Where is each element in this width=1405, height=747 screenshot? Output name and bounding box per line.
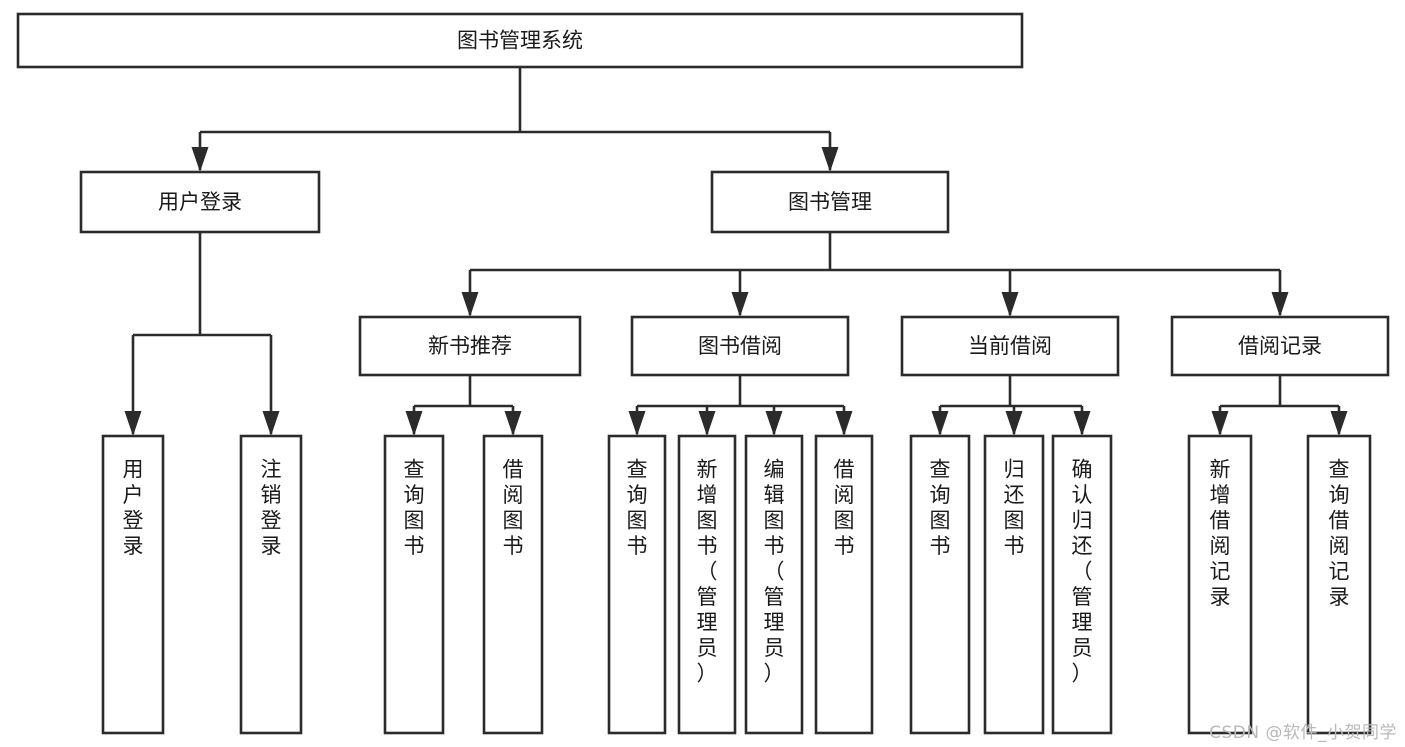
node-user-login[interactable]: 用户登录	[79, 170, 321, 234]
node-leaf-user-login[interactable]: 用户登录	[101, 434, 165, 735]
node-label-new-book-rec: 新书推荐	[428, 334, 512, 358]
node-box-leaf-borrow-book[interactable]	[814, 434, 874, 735]
node-leaf-cur-query-book[interactable]: 查询图书	[909, 434, 971, 735]
node-box-leaf-query-record[interactable]	[1306, 434, 1372, 735]
node-leaf-edit-book[interactable]: 编辑图书（管理员）	[744, 434, 804, 735]
node-leaf-rec-query-book[interactable]: 查询图书	[383, 434, 445, 735]
node-label-leaf-add-book: 新增图书（管理员）	[697, 457, 718, 685]
node-new-book-rec[interactable]: 新书推荐	[358, 315, 582, 377]
node-box-leaf-return-book[interactable]	[983, 434, 1045, 735]
node-box-leaf-user-login[interactable]	[101, 434, 165, 735]
node-leaf-return-book[interactable]: 归还图书	[983, 434, 1045, 735]
arrow-head	[765, 411, 783, 436]
arrow-head	[731, 292, 749, 317]
node-label-leaf-edit-book: 编辑图书（管理员）	[764, 457, 785, 685]
node-leaf-logout[interactable]: 注销登录	[239, 434, 303, 735]
node-label-leaf-confirm-return: 确认归还（管理员）	[1072, 457, 1093, 685]
node-label-root: 图书管理系统	[457, 29, 583, 53]
node-label-borrow-record: 借阅记录	[1238, 334, 1322, 358]
node-box-current-borrow[interactable]	[900, 315, 1120, 377]
node-book-borrow[interactable]: 图书借阅	[630, 315, 850, 377]
node-label-user-login: 用户登录	[158, 190, 242, 214]
node-leaf-borrow-book[interactable]: 借阅图书	[814, 434, 874, 735]
node-current-borrow[interactable]: 当前借阅	[900, 315, 1120, 377]
connector-lines-layer	[124, 67, 1348, 436]
node-label-leaf-user-login: 用户登录	[123, 457, 144, 558]
arrow-head	[262, 411, 280, 436]
node-box-user-login[interactable]	[79, 170, 321, 234]
node-leaf-borrow-query-book[interactable]: 查询图书	[607, 434, 667, 735]
node-box-leaf-confirm-return[interactable]	[1051, 434, 1113, 735]
node-box-leaf-rec-query-book[interactable]	[383, 434, 445, 735]
arrow-head	[124, 411, 142, 436]
node-box-leaf-edit-book[interactable]	[744, 434, 804, 735]
arrow-head	[461, 292, 479, 317]
node-label-current-borrow: 当前借阅	[968, 334, 1052, 358]
node-leaf-add-record[interactable]: 新增借阅记录	[1187, 434, 1253, 735]
arrow-head	[821, 147, 839, 172]
node-leaf-confirm-return[interactable]: 确认归还（管理员）	[1051, 434, 1113, 735]
arrow-head	[628, 411, 646, 436]
arrow-head	[1211, 411, 1229, 436]
node-box-leaf-rec-borrow-book[interactable]	[482, 434, 544, 735]
arrow-head	[1271, 292, 1289, 317]
node-label-book-manage: 图书管理	[788, 190, 872, 214]
node-label-book-borrow: 图书借阅	[698, 334, 782, 358]
node-book-manage[interactable]: 图书管理	[710, 170, 950, 234]
node-box-root[interactable]	[16, 12, 1024, 69]
arrow-head	[1073, 411, 1091, 436]
arrow-head	[835, 411, 853, 436]
node-leaf-add-book[interactable]: 新增图书（管理员）	[677, 434, 737, 735]
node-label-leaf-borrow-query-book: 查询图书	[627, 457, 648, 558]
arrow-head	[405, 411, 423, 436]
arrow-head	[1330, 411, 1348, 436]
node-label-leaf-borrow-book: 借阅图书	[834, 457, 855, 558]
node-box-book-borrow[interactable]	[630, 315, 850, 377]
arrow-head	[1001, 292, 1019, 317]
node-root[interactable]: 图书管理系统	[16, 12, 1024, 69]
node-label-leaf-query-record: 查询借阅记录	[1329, 457, 1350, 609]
arrow-head	[504, 411, 522, 436]
arrow-head	[698, 411, 716, 436]
node-label-leaf-rec-borrow-book: 借阅图书	[503, 457, 524, 558]
node-box-leaf-logout[interactable]	[239, 434, 303, 735]
node-label-leaf-cur-query-book: 查询图书	[930, 457, 951, 558]
node-leaf-query-record[interactable]: 查询借阅记录	[1306, 434, 1372, 735]
nodes-layer: 图书管理系统用户登录图书管理新书推荐图书借阅当前借阅借阅记录用户登录注销登录查询…	[16, 12, 1390, 735]
arrow-head	[1005, 411, 1023, 436]
node-label-leaf-add-record: 新增借阅记录	[1210, 457, 1231, 609]
node-label-leaf-rec-query-book: 查询图书	[404, 457, 425, 558]
node-box-leaf-borrow-query-book[interactable]	[607, 434, 667, 735]
node-box-borrow-record[interactable]	[1170, 315, 1390, 377]
node-box-book-manage[interactable]	[710, 170, 950, 234]
arrow-head	[931, 411, 949, 436]
node-label-leaf-return-book: 归还图书	[1004, 457, 1025, 558]
node-box-leaf-add-record[interactable]	[1187, 434, 1253, 735]
node-leaf-rec-borrow-book[interactable]: 借阅图书	[482, 434, 544, 735]
arrow-head	[191, 147, 209, 172]
node-borrow-record[interactable]: 借阅记录	[1170, 315, 1390, 377]
node-box-leaf-cur-query-book[interactable]	[909, 434, 971, 735]
node-box-new-book-rec[interactable]	[358, 315, 582, 377]
node-label-leaf-logout: 注销登录	[261, 457, 282, 558]
node-box-leaf-add-book[interactable]	[677, 434, 737, 735]
